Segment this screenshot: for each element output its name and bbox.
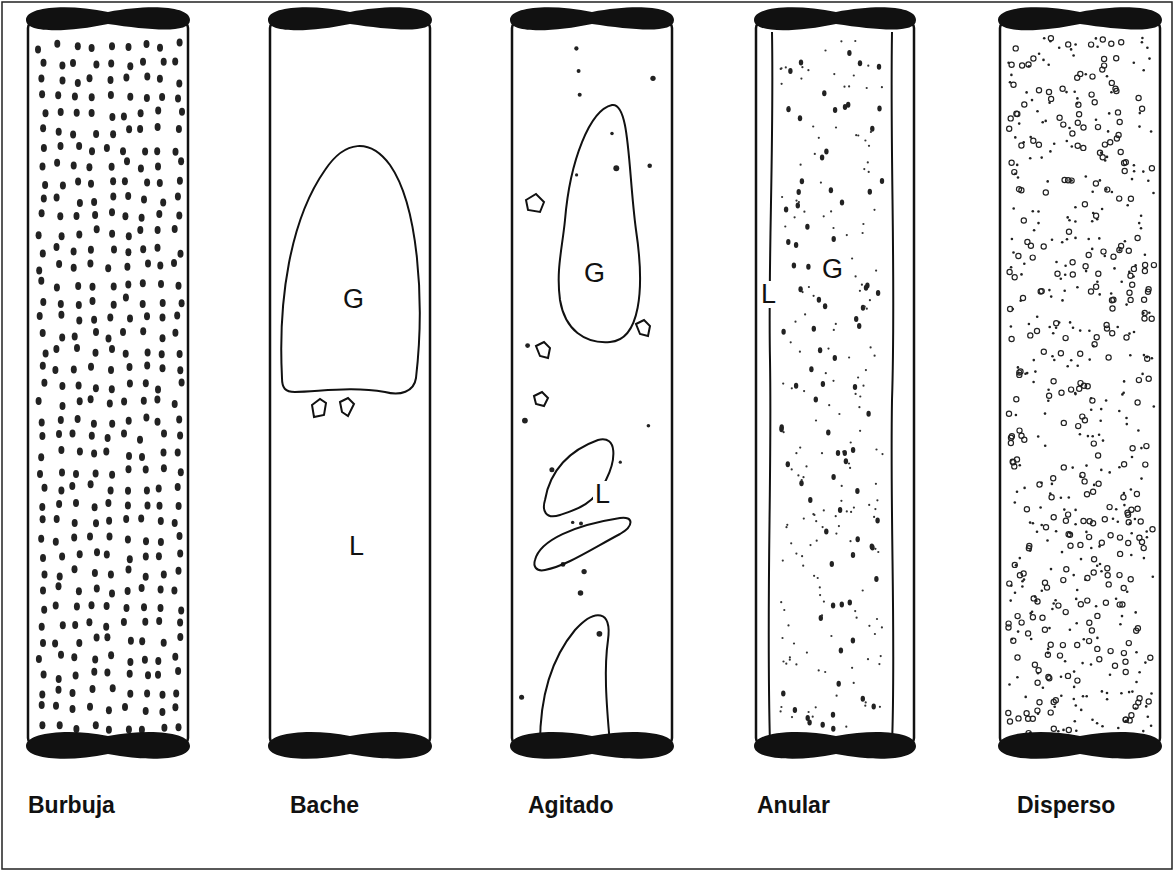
phase-letter: L [759,281,778,308]
pipes [28,22,1160,744]
dispersed-flow-pipe: Disperso [998,20,1168,840]
regime-name: Anular [757,794,830,817]
regime-name: Burbuja [28,794,115,817]
phase-letter: G [820,256,845,283]
phase-letter: L [593,481,612,508]
churn-flow-pipe: G L Agitado [510,20,680,840]
gas-slugs [281,32,893,744]
pipe-ends [26,7,1162,758]
bubble-flow-pipe: Burbuja [26,20,196,840]
phase-letter: L [347,533,366,560]
phase-letter: G [582,260,607,287]
phase-letter: G [341,286,366,313]
annular-flow-pipe: L G Anular [754,20,924,840]
regime-name: Agitado [528,794,614,817]
regime-name: Disperso [1017,794,1115,817]
regime-name: Bache [290,794,359,817]
bubbles [35,36,1157,737]
slug-flow-pipe: G L Bache [268,20,438,840]
